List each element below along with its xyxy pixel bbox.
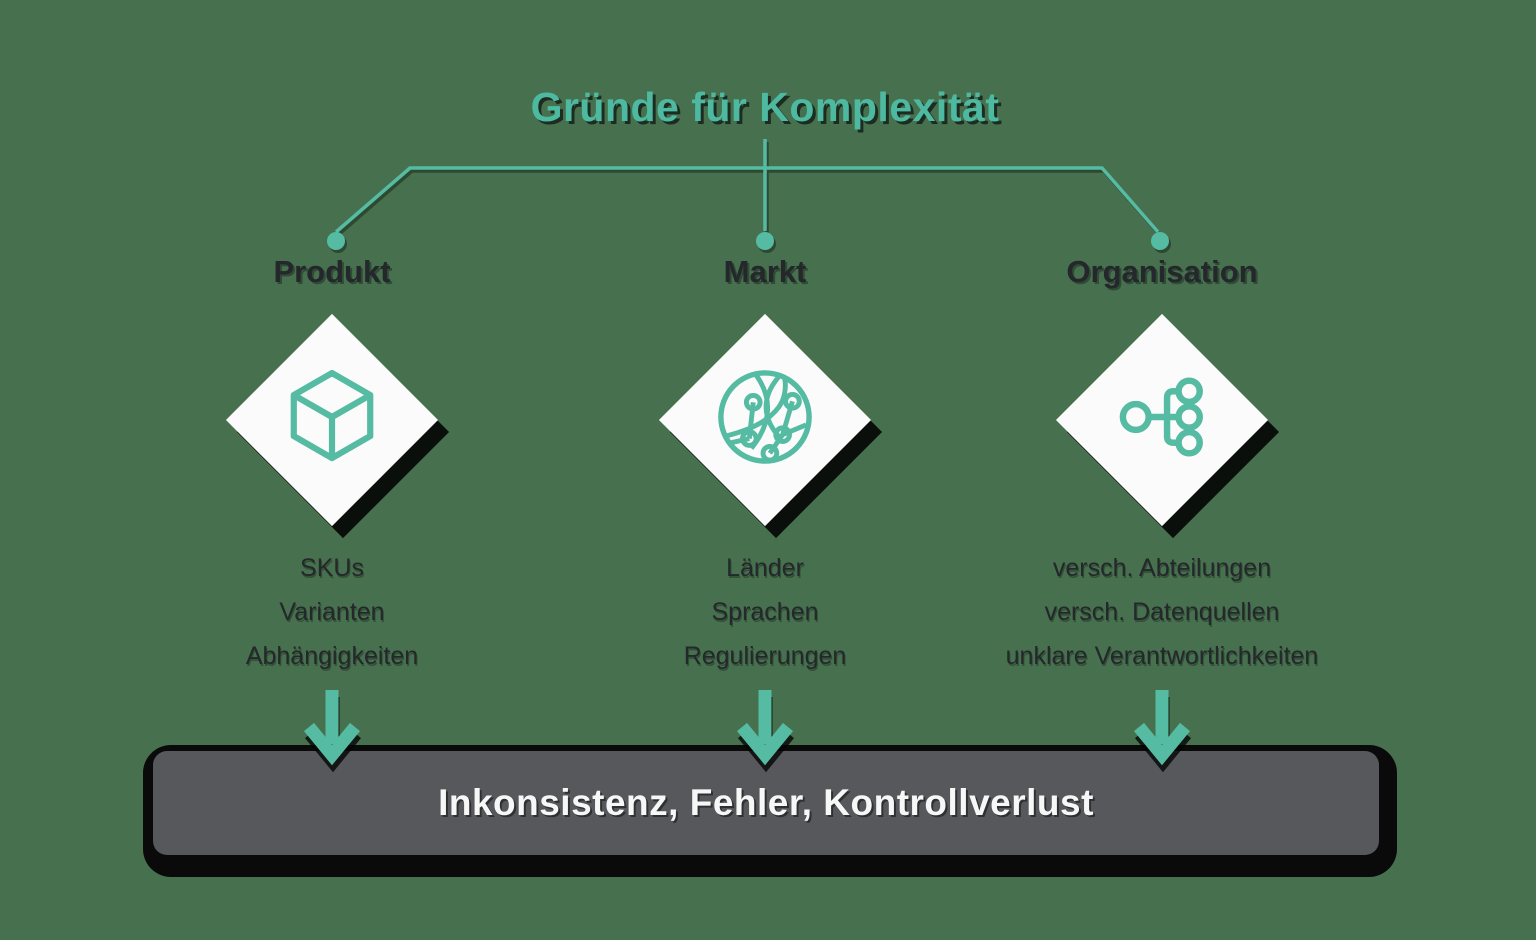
- diamond-card: [658, 313, 872, 527]
- list-item: Länder: [726, 554, 804, 582]
- list-item: Varianten: [279, 598, 385, 626]
- list-item: Regulierungen: [683, 642, 847, 670]
- diagram-title: Gründe für Komplexität: [530, 84, 1000, 130]
- column-item-list: versch. Abteilungen versch. Datenquellen…: [932, 546, 1392, 678]
- org-chart-icon: [1119, 377, 1203, 457]
- list-item: versch. Datenquellen: [1044, 598, 1280, 626]
- column-item-list: Länder Sprachen Regulierungen: [535, 546, 995, 678]
- list-item: unklare Verantwortlichkeiten: [1005, 642, 1319, 670]
- result-bar: Inkonsistenz, Fehler, Kontrollverlust: [153, 751, 1379, 855]
- connector-node-dot: [756, 232, 774, 250]
- connector-node-dot: [1151, 232, 1169, 250]
- cube-icon: [290, 369, 374, 462]
- globe-network-icon: [718, 370, 812, 464]
- connector-lines: [327, 139, 1169, 250]
- list-item: versch. Abteilungen: [1052, 554, 1272, 582]
- column-item-list: SKUs Varianten Abhängigkeiten: [102, 546, 562, 678]
- connector-node-dot: [327, 232, 345, 250]
- list-item: Sprachen: [711, 598, 819, 626]
- list-item: Abhängigkeiten: [245, 642, 419, 670]
- diamond-card: [1055, 313, 1269, 527]
- result-text: Inkonsistenz, Fehler, Kontrollverlust: [438, 782, 1094, 823]
- diamond-card: [225, 313, 439, 527]
- connector-branch-line: [334, 166, 1160, 234]
- list-item: SKUs: [300, 554, 364, 582]
